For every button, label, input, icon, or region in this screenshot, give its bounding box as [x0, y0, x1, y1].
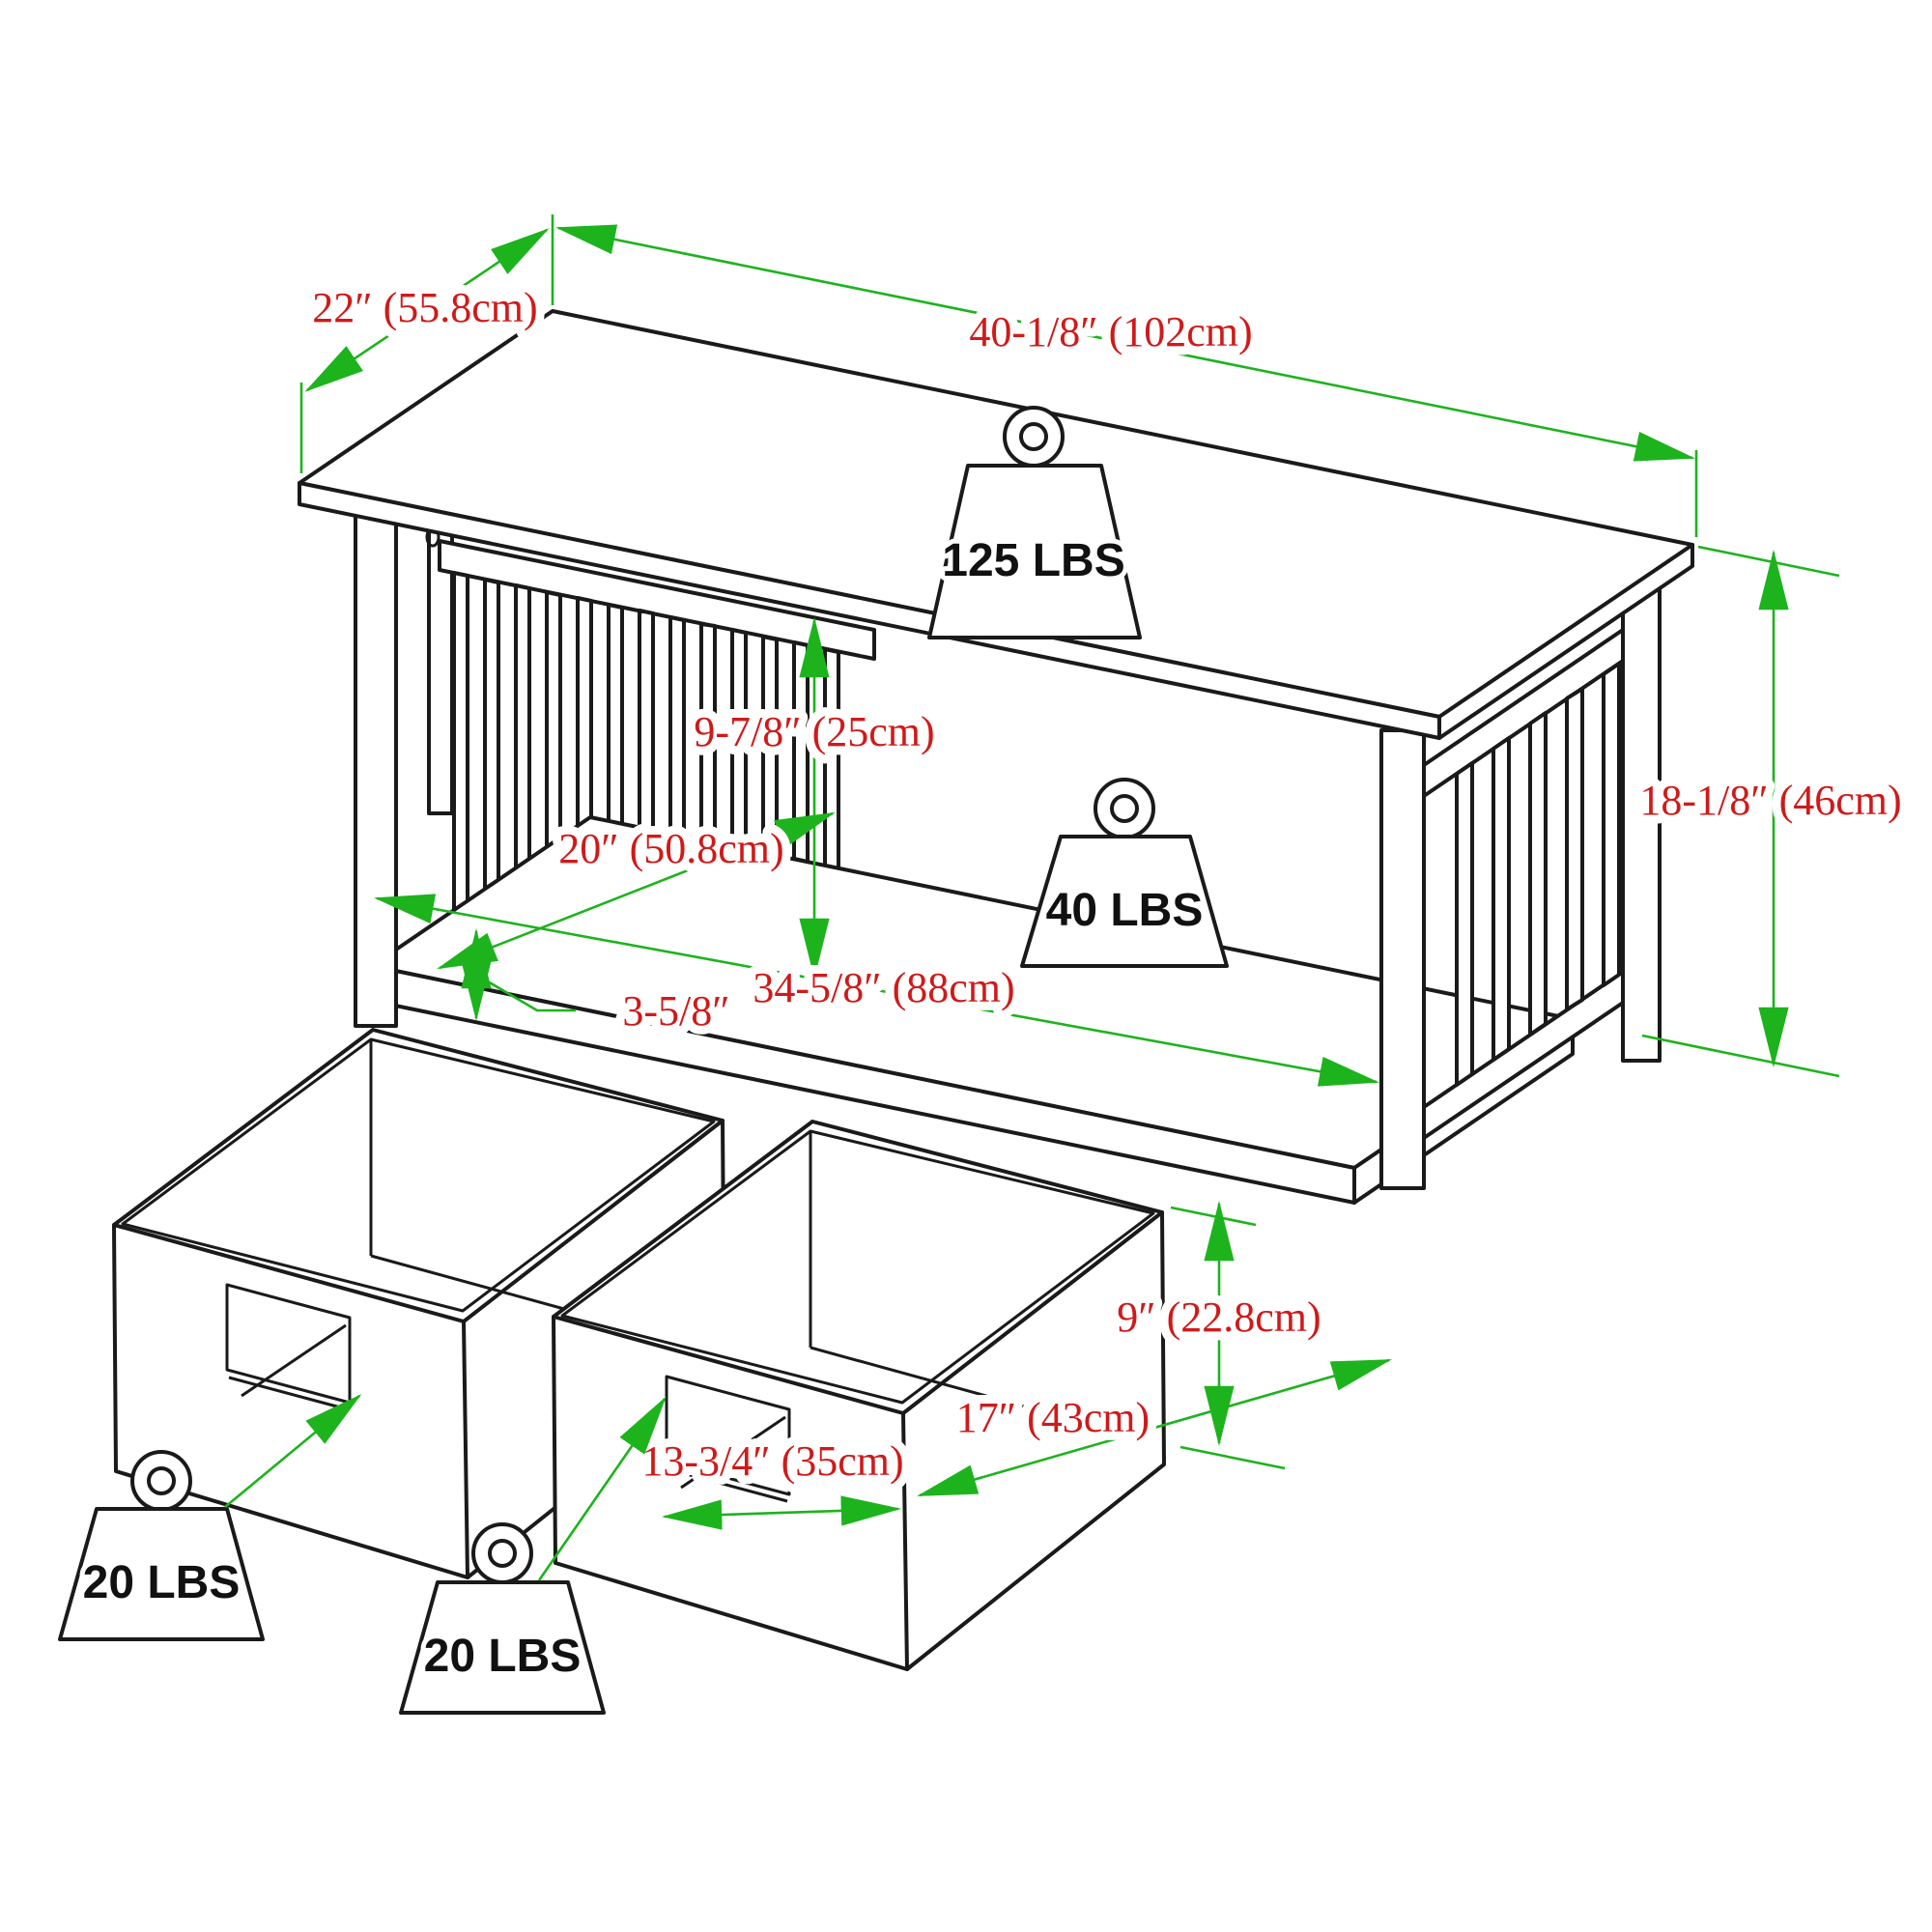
basket-right-capacity-label: 20 LBS [424, 1631, 582, 1682]
overall-height-label: 18-1/8″ (46cm) [1639, 777, 1901, 824]
slat [1455, 761, 1474, 1087]
slat [545, 590, 562, 849]
slat [638, 609, 655, 832]
table-leg-front-right [1379, 728, 1426, 1190]
extension-line [1697, 545, 1840, 578]
slat [576, 596, 593, 828]
dimension-line [554, 224, 1696, 462]
right-end-panel [1379, 578, 1662, 1190]
leader-line [475, 973, 576, 1012]
basket-left-capacity-label: 20 LBS [83, 1557, 241, 1608]
dimension-line [917, 1358, 1392, 1497]
slat [1565, 687, 1584, 1011]
slat [452, 571, 469, 912]
basket-depth-label: 17″ (43cm) [956, 1394, 1150, 1441]
bin-inner-rim [121, 1037, 716, 1313]
bin-rim-front [552, 1315, 905, 1415]
dimension-tabletop-depth: 22″ (55.8cm) [299, 214, 554, 473]
tabletop-width-label: 40-1/8″ (102cm) [969, 308, 1252, 355]
slat [1528, 711, 1548, 1037]
table-leg-front-left [354, 502, 398, 1028]
dimension-overall-height: 18-1/8″ (46cm) [1631, 545, 1911, 1078]
slat [823, 647, 840, 870]
weight-125lbs: 125 LBS [927, 406, 1142, 639]
slat [483, 578, 500, 891]
dimension-tabletop-width: 40-1/8″ (102cm) [554, 224, 1698, 537]
leader-arrow [224, 1394, 362, 1509]
shelf-clearance-label: 9-7/8″ (25cm) [694, 708, 934, 755]
bin-front-corner [901, 1411, 909, 1671]
slat [607, 603, 624, 826]
tabletop-capacity-label: 125 LBS [942, 535, 1124, 586]
weight-icon [399, 1580, 606, 1715]
capacity-leader-arrows [224, 1394, 667, 1581]
handle-opening [665, 1375, 791, 1496]
dimension-basket-width: 13-3/4″ (35cm) [633, 1429, 913, 1530]
weight-20lbs-left: 20 LBS [58, 1450, 265, 1641]
dimension-line [661, 1495, 902, 1530]
shelf-capacity-label: 40 LBS [1046, 885, 1204, 936]
weight-20lbs-right: 20 LBS [399, 1522, 606, 1715]
slat [1492, 736, 1511, 1062]
weight-icon [927, 464, 1142, 639]
slat [514, 583, 531, 870]
back-top-rail [438, 539, 876, 661]
leader-arrow [537, 1396, 667, 1581]
dimension-basket-depth: 17″ (43cm) [917, 1358, 1392, 1497]
extension-line [1179, 1445, 1286, 1470]
bin-inner-rim [560, 1129, 1155, 1405]
shelf-depth-label: 20″ (50.8cm) [558, 825, 783, 872]
dimension-line [304, 228, 550, 392]
dimension-shelf-clearance: 9-7/8″ (25cm) [685, 616, 944, 980]
slat [668, 615, 686, 838]
weight-ring-icon [1110, 794, 1139, 823]
bin-rim-side [462, 1119, 724, 1323]
weight-40lbs: 40 LBS [1020, 778, 1229, 968]
bin-front-corner [462, 1320, 469, 1579]
slat [1602, 662, 1621, 987]
weight-ring-icon [488, 1539, 517, 1568]
dimension-line [373, 894, 1380, 1087]
weight-ring-icon [147, 1466, 176, 1495]
shelf-width-label: 34-5/8″ (88cm) [753, 964, 1014, 1011]
base-clearance-label: 3-5/8″ [622, 987, 729, 1035]
tabletop-end-edge [1437, 543, 1694, 740]
weight-ring-icon [1019, 422, 1048, 451]
dimension-base-clearance: 3-5/8″ [461, 927, 739, 1043]
tabletop-depth-label: 22″ (55.8cm) [312, 284, 537, 331]
dimension-shelf-width: 34-5/8″ (88cm) [373, 894, 1380, 1087]
basket-height-label: 9″ (22.8cm) [1117, 1293, 1321, 1341]
extension-line [1641, 1034, 1840, 1078]
extension-line [1170, 1206, 1257, 1227]
bin-rim-front [112, 1223, 466, 1323]
weight-icon [58, 1507, 265, 1641]
basket-width-label: 13-3/4″ (35cm) [641, 1437, 903, 1485]
